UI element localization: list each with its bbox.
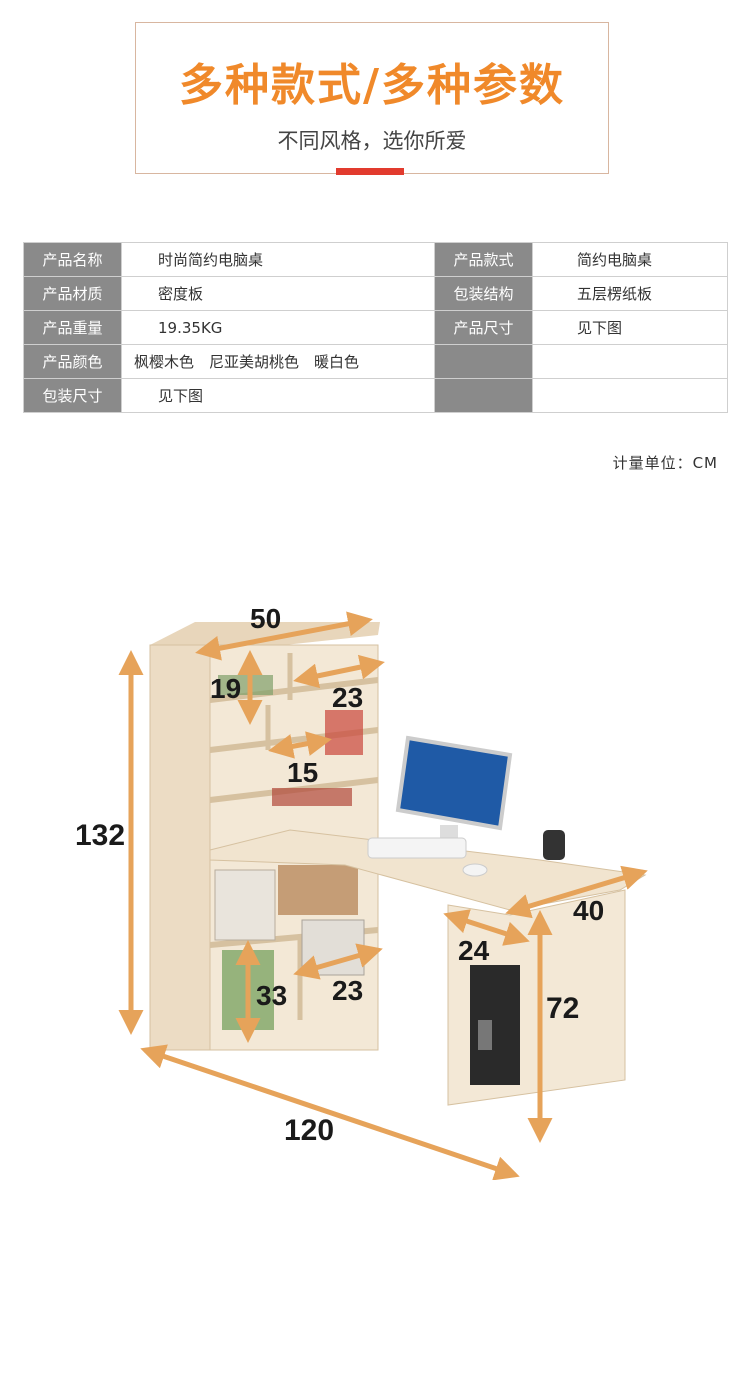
spec-value: 枫樱木色 尼亚美胡桃色 暖白色 — [121, 344, 435, 379]
spec-key: 产品材质 — [23, 276, 122, 311]
spec-value: 19.35KG — [121, 310, 435, 345]
hero-title: 多种款式/多种参数 — [178, 60, 566, 111]
dim-label: 132 — [75, 819, 125, 852]
unit-label: 计量单位：CM — [612, 454, 718, 472]
dim-label: 15 — [287, 757, 318, 788]
spec-key: 产品尺寸 — [434, 310, 533, 345]
dim-label: 19 — [210, 673, 241, 704]
hero-subtitle: 不同风格，选你所爱 — [277, 129, 467, 153]
dim-label: 23 — [332, 682, 363, 713]
spec-value: 密度板 — [121, 276, 435, 311]
spec-key: 包装尺寸 — [23, 378, 122, 413]
spec-value — [532, 378, 728, 413]
spec-key: 产品款式 — [434, 242, 533, 277]
table-row: 产品颜色 枫樱木色 尼亚美胡桃色 暖白色 — [23, 344, 728, 379]
table-row: 包装尺寸 见下图 — [23, 378, 728, 413]
dim-label: 72 — [546, 992, 579, 1025]
spec-key: 产品颜色 — [23, 344, 122, 379]
spec-key: 产品名称 — [23, 242, 122, 277]
dim-label: 50 — [250, 603, 281, 634]
hero-banner: 多种款式/多种参数 不同风格，选你所爱 — [135, 22, 609, 174]
spec-value: 时尚简约电脑桌 — [121, 242, 435, 277]
dim-label: 120 — [284, 1114, 334, 1147]
spec-value: 五层楞纸板 — [532, 276, 728, 311]
dim-label: 33 — [256, 980, 287, 1011]
spec-key: 包装结构 — [434, 276, 533, 311]
spec-table: 产品名称 时尚简约电脑桌 产品款式 简约电脑桌 产品材质 密度板 包装结构 五层… — [23, 242, 728, 413]
table-row: 产品材质 密度板 包装结构 五层楞纸板 — [23, 276, 728, 311]
desk-dimension-drawing: 132 50 19 23 15 120 40 24 72 33 23 — [75, 603, 648, 1180]
monitor-icon — [367, 735, 565, 877]
spec-key — [434, 344, 533, 379]
table-row: 产品名称 时尚简约电脑桌 产品款式 简约电脑桌 — [23, 242, 728, 277]
spec-value: 见下图 — [532, 310, 728, 345]
dim-label: 24 — [458, 935, 490, 966]
dim-label: 40 — [573, 895, 604, 926]
spec-value: 简约电脑桌 — [532, 242, 728, 277]
table-row: 产品重量 19.35KG 产品尺寸 见下图 — [23, 310, 728, 345]
spec-value: 见下图 — [121, 378, 435, 413]
dimension-arrows — [118, 611, 648, 1180]
spec-value — [532, 344, 728, 379]
hero-accent-bar — [336, 168, 404, 175]
spec-key — [434, 378, 533, 413]
dim-label: 23 — [332, 975, 363, 1006]
spec-key: 产品重量 — [23, 310, 122, 345]
